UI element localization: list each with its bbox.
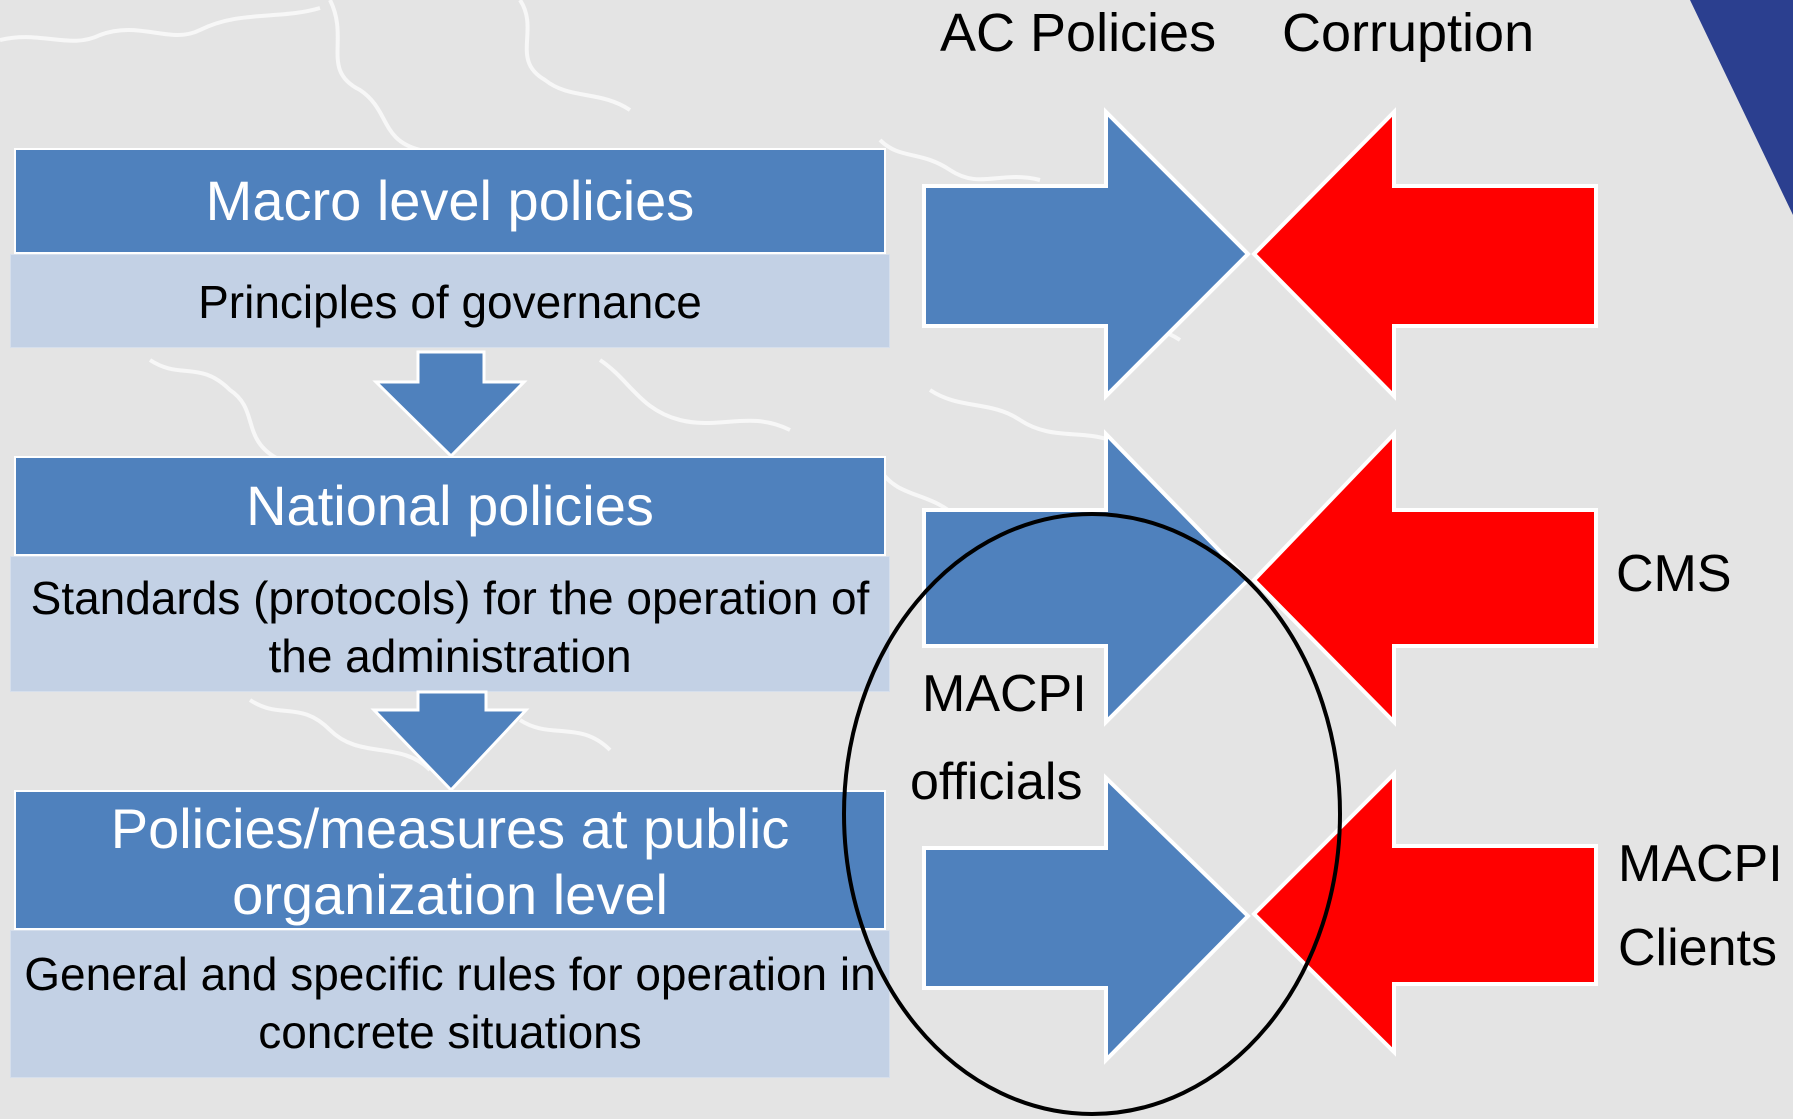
organization-level-title: Policies/measures at public organization… [14,790,886,930]
macpi-officials-label-line2: officials [910,753,1083,811]
corruption-header: Corruption [1282,3,1535,63]
national-level-subtitle: Standards (protocols) for the operation … [10,556,890,692]
organization-level-subtitle: General and specific rules for operation… [10,930,890,1078]
macro-level-title: Macro level policies [14,148,886,254]
corner-accent-shape [1690,0,1793,215]
macpi-officials-label-line1: MACPI [922,665,1087,723]
macpi-clients-label-line1: MACPI [1618,835,1783,893]
ac-policies-header: AC Policies [940,3,1217,63]
macro-level-subtitle: Principles of governance [10,254,890,348]
national-level-title: National policies [14,456,886,556]
macpi-clients-label-line2: Clients [1618,919,1777,977]
cms-label: CMS [1616,545,1732,603]
